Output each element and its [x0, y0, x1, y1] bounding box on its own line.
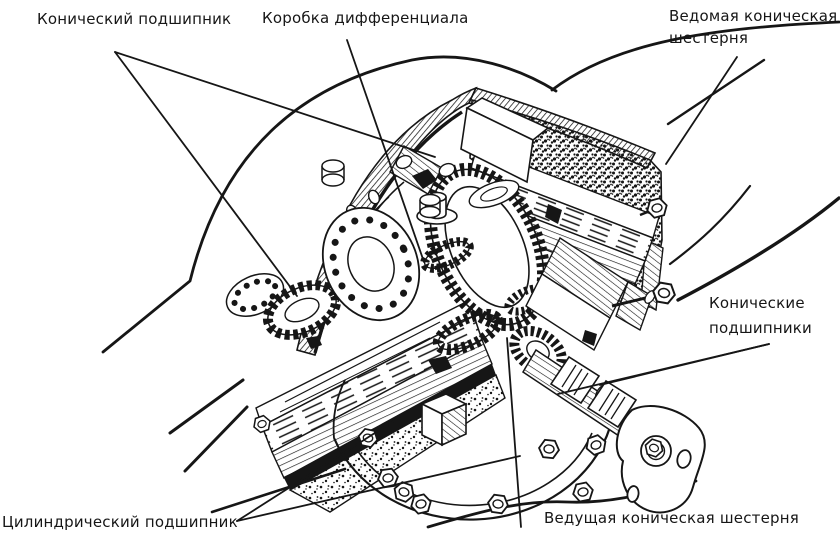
cap-arc-inner — [480, 186, 508, 202]
sketch-curve-right-thin — [668, 184, 752, 266]
differential-gear-cluster — [225, 162, 567, 377]
sketch-stroke-left-2 — [183, 405, 249, 473]
top-block — [460, 97, 550, 184]
leader-lines — [114, 39, 770, 528]
sketch-curve-right-thick — [676, 196, 840, 302]
flange-hole-1 — [676, 449, 692, 469]
label-drive-bevel-gear: Ведущая коническая шестерня — [544, 509, 799, 527]
carrier-bearing-left — [262, 280, 342, 340]
taper-bearing-2 — [586, 379, 638, 429]
housing-hole-2 — [367, 189, 381, 205]
leader-cylindrical-bearing-b — [236, 455, 521, 522]
pinion-assembly — [521, 348, 706, 514]
leader-cylindrical-bearing-a — [236, 416, 401, 522]
label-cylindrical-bearing: Цилиндрический подшипник — [2, 513, 238, 531]
bottom-flange — [332, 379, 612, 521]
leader-conical-bearing-b — [114, 51, 436, 158]
small-cylinder — [321, 159, 345, 187]
label-conical-bearing: Конический подшипник — [37, 10, 232, 28]
ink-blobs — [306, 169, 597, 374]
label-driven-bevel-gear: Ведомая коническая шестерня — [669, 7, 838, 47]
spider-pinion-gear — [420, 237, 474, 273]
side-bearing-stack — [525, 196, 678, 352]
leader-differential-case — [346, 39, 425, 263]
cap-arc-outer — [468, 179, 520, 209]
leader-drive-bevel-gear — [506, 337, 522, 528]
flange-outer-rim — [332, 426, 612, 521]
leader-conical-bearings-b — [557, 343, 770, 395]
leader-driven-bevel-gear — [665, 56, 738, 165]
leader-conical-bearing-a — [114, 51, 298, 297]
sketch-stroke-left-1 — [168, 378, 245, 435]
label-differential-case: Коробка дифференциала — [262, 9, 469, 27]
diff-case-disc — [321, 206, 421, 322]
label-conical-bearings: Конические подшипники — [709, 294, 813, 337]
sketch-curve-top-left — [101, 55, 558, 354]
flange-hole-2 — [626, 485, 640, 503]
case-bolt-holes — [329, 215, 413, 313]
drain-plug-block — [420, 393, 468, 447]
breather-cylinder — [419, 193, 441, 219]
flange-upper-arc — [332, 379, 346, 439]
side-gear — [432, 308, 504, 356]
sketch-curve-top-right — [550, 20, 840, 92]
sketch-line-upper-right — [666, 58, 766, 126]
